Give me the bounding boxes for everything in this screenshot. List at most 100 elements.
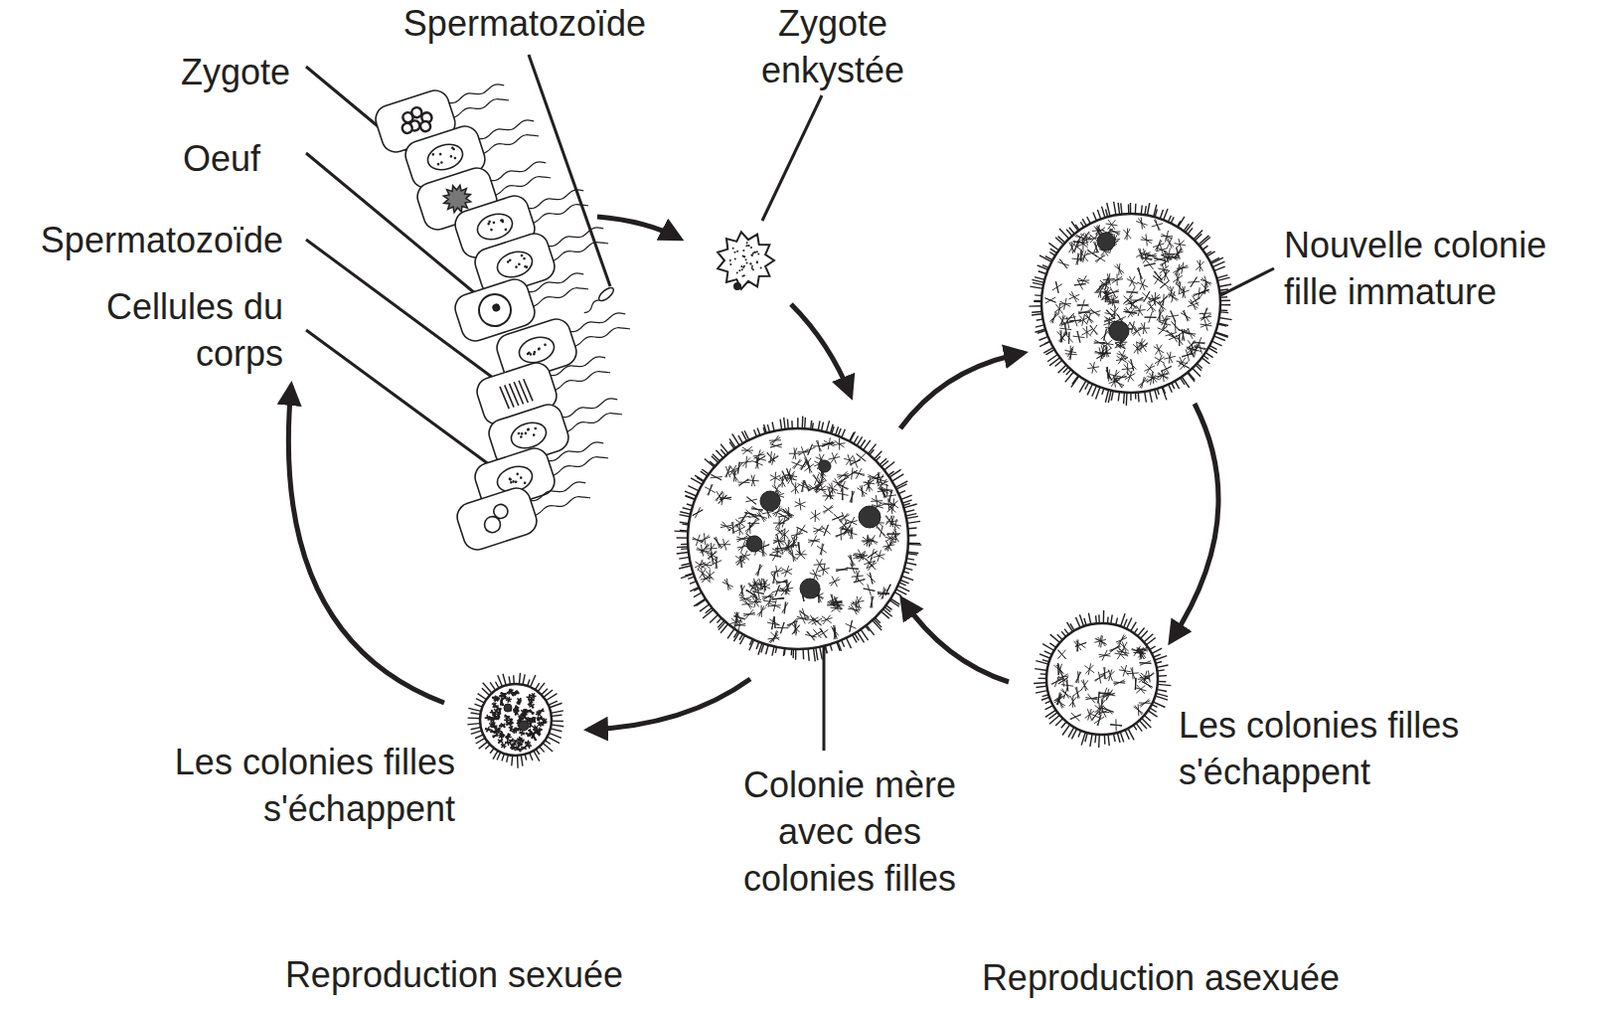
cell-network — [788, 471, 796, 481]
cell-network — [1178, 328, 1190, 334]
cell-network — [1069, 242, 1076, 254]
stipple — [751, 267, 754, 270]
cell-network — [843, 458, 856, 462]
cell-network — [782, 568, 793, 575]
sperm-bundle — [504, 384, 514, 408]
sperm-packet — [419, 120, 433, 134]
cell-network — [1137, 378, 1148, 386]
cell-network — [1185, 348, 1189, 360]
cell-network — [740, 461, 753, 464]
cell-network — [1153, 219, 1160, 230]
cell-network — [840, 512, 849, 522]
stipple — [523, 431, 527, 435]
stipple — [537, 347, 541, 351]
cell-network — [715, 491, 724, 501]
cell-network — [740, 555, 742, 568]
cell-network — [774, 616, 777, 629]
stipple — [500, 219, 504, 223]
cell-network — [1148, 372, 1157, 382]
sperm-packet — [400, 122, 414, 136]
cell-network — [870, 499, 883, 502]
cell-network — [731, 521, 735, 534]
cell-network — [863, 588, 876, 591]
cell-network — [1160, 365, 1172, 372]
cell-network — [756, 457, 759, 470]
cell-network — [856, 454, 866, 462]
cell-network — [724, 579, 731, 590]
cell-network — [850, 526, 853, 539]
cell-network — [1057, 262, 1069, 267]
cell-network — [791, 532, 803, 536]
cycle-arrow — [588, 678, 751, 730]
cell-network — [761, 579, 768, 590]
cell-network — [852, 553, 864, 559]
cell-network — [1200, 314, 1211, 320]
cell-network — [1044, 298, 1056, 303]
nucleus — [507, 418, 550, 453]
cell-network — [756, 457, 760, 470]
flagellum — [549, 453, 609, 478]
cell-network — [798, 449, 808, 457]
cell-network — [737, 481, 750, 483]
stipple — [734, 258, 737, 261]
cell-network — [797, 616, 808, 621]
stipple — [750, 253, 753, 256]
cell-network — [850, 526, 853, 539]
cell-network — [1077, 330, 1081, 343]
cell-network — [834, 600, 843, 610]
stipple — [509, 480, 513, 484]
cell-network — [846, 567, 859, 569]
cell-network — [819, 628, 828, 638]
cell-network — [713, 537, 722, 547]
cell-network — [1085, 233, 1088, 246]
cell-network — [811, 631, 823, 638]
stipple — [754, 251, 757, 254]
cell-network — [814, 509, 816, 522]
flagellum — [491, 172, 551, 197]
cell-network — [1195, 261, 1204, 271]
cell-network — [1155, 344, 1163, 355]
daughter-colony — [1109, 320, 1129, 341]
flagellum — [527, 480, 586, 503]
cell-network — [810, 535, 816, 547]
cell-network — [759, 605, 765, 617]
cell-network — [1171, 320, 1180, 330]
cell-network — [867, 561, 877, 570]
cell-network — [782, 471, 789, 481]
flagellum — [571, 323, 631, 348]
cell-network — [1078, 278, 1090, 284]
cell-network — [743, 612, 755, 617]
sperm-head — [597, 285, 617, 304]
cell-network — [1074, 283, 1087, 286]
cell-network — [1068, 331, 1070, 344]
cell-network — [867, 476, 880, 479]
cell-network — [1194, 346, 1207, 348]
cell-network — [1081, 328, 1092, 335]
cell-network — [823, 505, 833, 513]
cell-network — [1140, 239, 1153, 242]
cell-network — [1159, 244, 1163, 256]
stipple — [533, 426, 537, 430]
stipple — [506, 260, 510, 264]
cell-network — [838, 438, 840, 451]
cell-network — [799, 497, 800, 510]
daughter-colony — [746, 535, 763, 552]
cell-network — [833, 513, 843, 522]
stipple — [489, 227, 493, 231]
cell-network — [1117, 355, 1127, 362]
cell-network — [770, 437, 781, 444]
cell-network — [884, 541, 893, 551]
cell-network — [1204, 282, 1207, 295]
flagellum — [529, 200, 589, 225]
cell-network — [1128, 276, 1135, 288]
stipple — [756, 250, 759, 253]
cell-network — [1055, 281, 1059, 294]
cell-network — [1092, 229, 1105, 232]
stipple — [729, 263, 732, 266]
cell-network — [821, 616, 832, 624]
cell-network — [797, 451, 809, 453]
cell-network — [1135, 221, 1147, 226]
cell-network — [821, 442, 833, 447]
cell-network — [1131, 327, 1143, 333]
cell-network — [811, 618, 822, 626]
